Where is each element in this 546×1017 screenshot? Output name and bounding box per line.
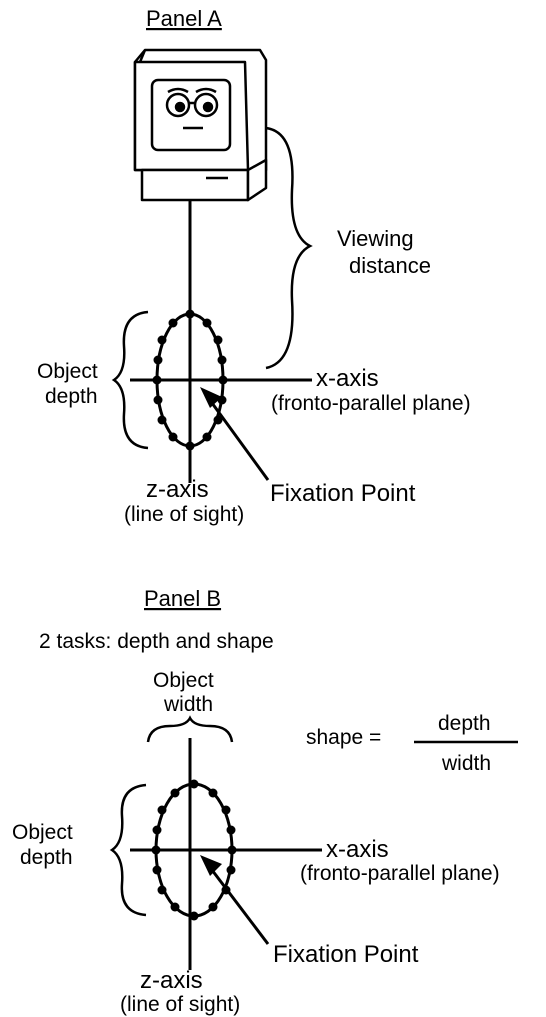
panel-b-object-depth-label-1: Object [12,821,73,844]
panel-a-viewing-distance-brace [265,126,313,370]
panel-b-fixation-label: Fixation Point [273,941,419,968]
panel-a-z-axis-label: z-axis [146,476,209,503]
panel-b-z-axis-label: z-axis [140,967,203,994]
panel-a-fixation-arrow-head [200,387,222,408]
panel-b-fraction-numerator: depth [438,712,491,735]
panel-b-object-points [151,779,237,921]
panel-b-fixation-arrow-head [200,855,222,876]
panel-b-object-width-brace [146,715,234,743]
panel-b-subtitle: 2 tasks: depth and shape [39,630,274,653]
panel-b-object-width-label-1: Object [153,669,214,692]
panel-b-x-axis-label: x-axis [326,836,389,863]
panel-b-shape-label: shape = [306,726,381,749]
panel-b-object-width-label-2: width [163,693,213,716]
panel-b-fixation-arrow-line [210,869,270,945]
panel-a-fixation-label: Fixation Point [270,480,416,507]
panel-a-viewing-label-1: Viewing [337,226,414,251]
panel-a-object-depth-label-2: depth [45,385,98,408]
panel-a-viewing-label-2: distance [349,253,431,278]
panel-a-object-depth-label-1: Object [37,360,98,383]
panel-a-fixation-arrow-line [210,402,270,481]
panel-b-object-depth-label-2: depth [20,846,73,869]
panel-b-z-axis-sub: (line of sight) [120,993,240,1016]
panel-a-z-axis-sub: (line of sight) [124,503,244,526]
panel-a-x-axis-sub: (fronto-parallel plane) [271,392,471,415]
panel-a-object-depth-brace [111,310,149,450]
panel-b-fraction-denominator: width [441,752,491,775]
computer-with-face-icon [133,48,268,202]
panel-a-object-points [152,309,228,451]
panel-a-title: Panel A [146,6,222,31]
panel-b-title: Panel B [144,586,221,611]
panel-b-object-depth-brace [109,783,147,917]
panel-a-x-axis-label: x-axis [316,365,379,392]
panel-b-x-axis-sub: (fronto-parallel plane) [300,862,500,885]
